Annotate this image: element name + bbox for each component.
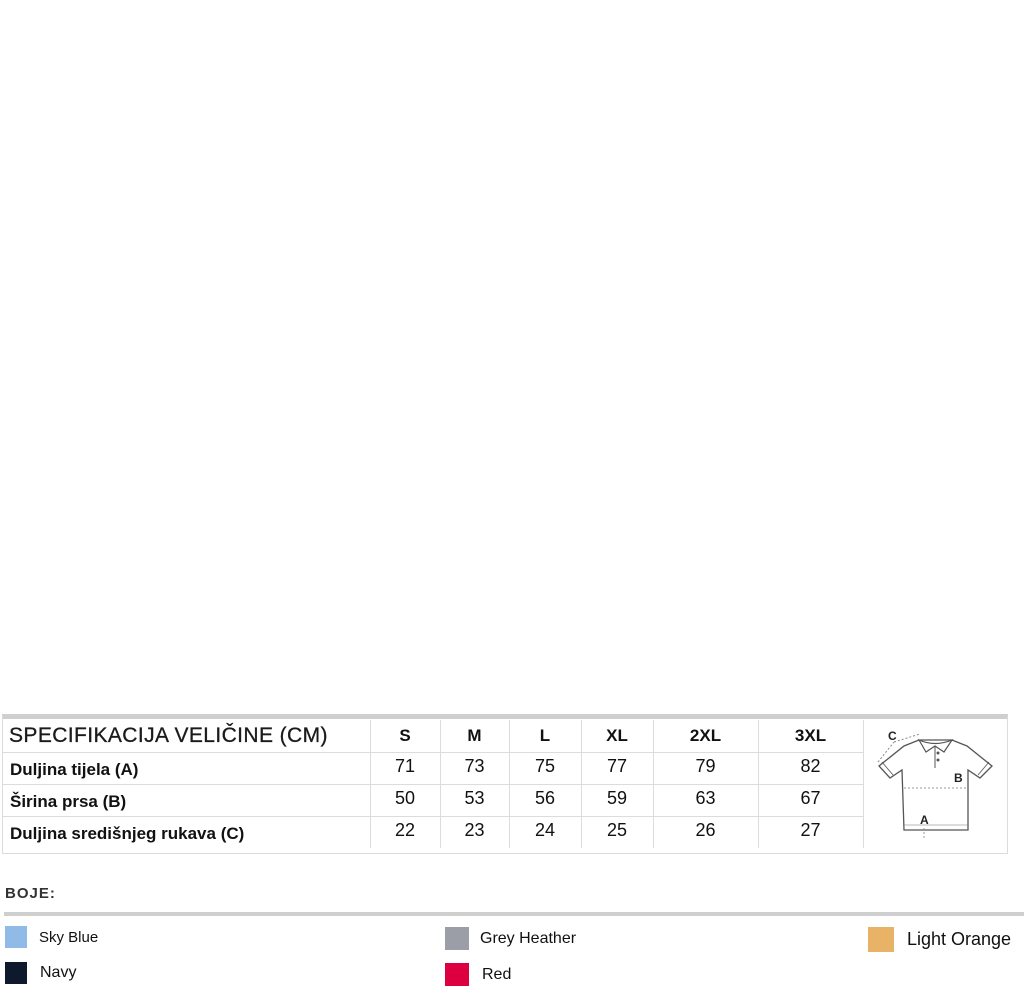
table-cell: 82 [758,752,864,785]
table-row-body-length: Duljina tijela (A) 71 73 75 77 79 82 [3,752,864,785]
size-header-s: S [370,720,441,753]
table-cell: 53 [440,784,510,817]
table-cell: 77 [581,752,654,785]
diagram-label-b: B [954,771,963,785]
colors-title: BOJE: [5,885,56,902]
color-label: Red [482,965,512,983]
table-row-chest-width: Širina prsa (B) 50 53 56 59 63 67 [3,784,864,817]
table-cell: 73 [440,752,510,785]
size-header-3xl: 3XL [758,720,864,753]
color-item-navy: Navy [5,962,76,984]
color-label: Navy [40,964,77,981]
color-item-light-orange: Light Orange [868,927,1011,952]
table-cell: 59 [581,784,654,817]
table-row-sleeve-length: Duljina središnjeg rukava (C) 22 23 24 2… [3,816,864,848]
diagram-label-c: C [888,729,897,743]
colors-divider [4,912,1024,916]
table-cell: 75 [509,752,582,785]
table-cell: 23 [440,816,510,848]
size-table: SPECIFIKACIJA VELIČINE (CM) S M L XL 2XL… [3,720,864,848]
table-cell: 71 [370,752,441,785]
table-cell: 50 [370,784,441,817]
table-cell: 56 [509,784,582,817]
table-cell: 67 [758,784,864,817]
table-cell: 22 [370,816,441,848]
color-swatch-red [445,963,469,986]
color-swatch-navy [5,962,27,984]
table-cell: 27 [758,816,864,848]
row-label-chest-width: Širina prsa (B) [3,784,371,817]
color-item-sky-blue: Sky Blue [5,926,98,948]
color-swatch-sky-blue [5,926,27,948]
size-header-row: SPECIFIKACIJA VELIČINE (CM) S M L XL 2XL… [3,720,864,753]
color-swatch-grey-heather [445,927,469,950]
row-label-sleeve-length: Duljina središnjeg rukava (C) [3,816,371,848]
size-header-xl: XL [581,720,654,753]
color-label: Light Orange [907,929,1012,949]
color-item-red: Red [445,963,511,986]
size-spec-table: SPECIFIKACIJA VELIČINE (CM) S M L XL 2XL… [2,714,1008,854]
size-header-l: L [509,720,582,753]
table-cell: 26 [653,816,759,848]
size-spec-title: SPECIFIKACIJA VELIČINE (CM) [3,720,371,753]
size-header-m: M [440,720,510,753]
size-header-2xl: 2XL [653,720,759,753]
polo-shirt-measurement-icon: C B A [877,729,993,838]
color-item-grey-heather: Grey Heather [445,927,576,950]
table-cell: 24 [509,816,582,848]
color-label: Sky Blue [39,928,99,946]
table-cell: 63 [653,784,759,817]
table-cell: 79 [653,752,759,785]
color-swatch-light-orange [868,927,894,952]
diagram-label-a: A [920,813,929,827]
row-label-body-length: Duljina tijela (A) [3,752,371,785]
color-label: Grey Heather [480,929,577,947]
table-cell: 25 [581,816,654,848]
